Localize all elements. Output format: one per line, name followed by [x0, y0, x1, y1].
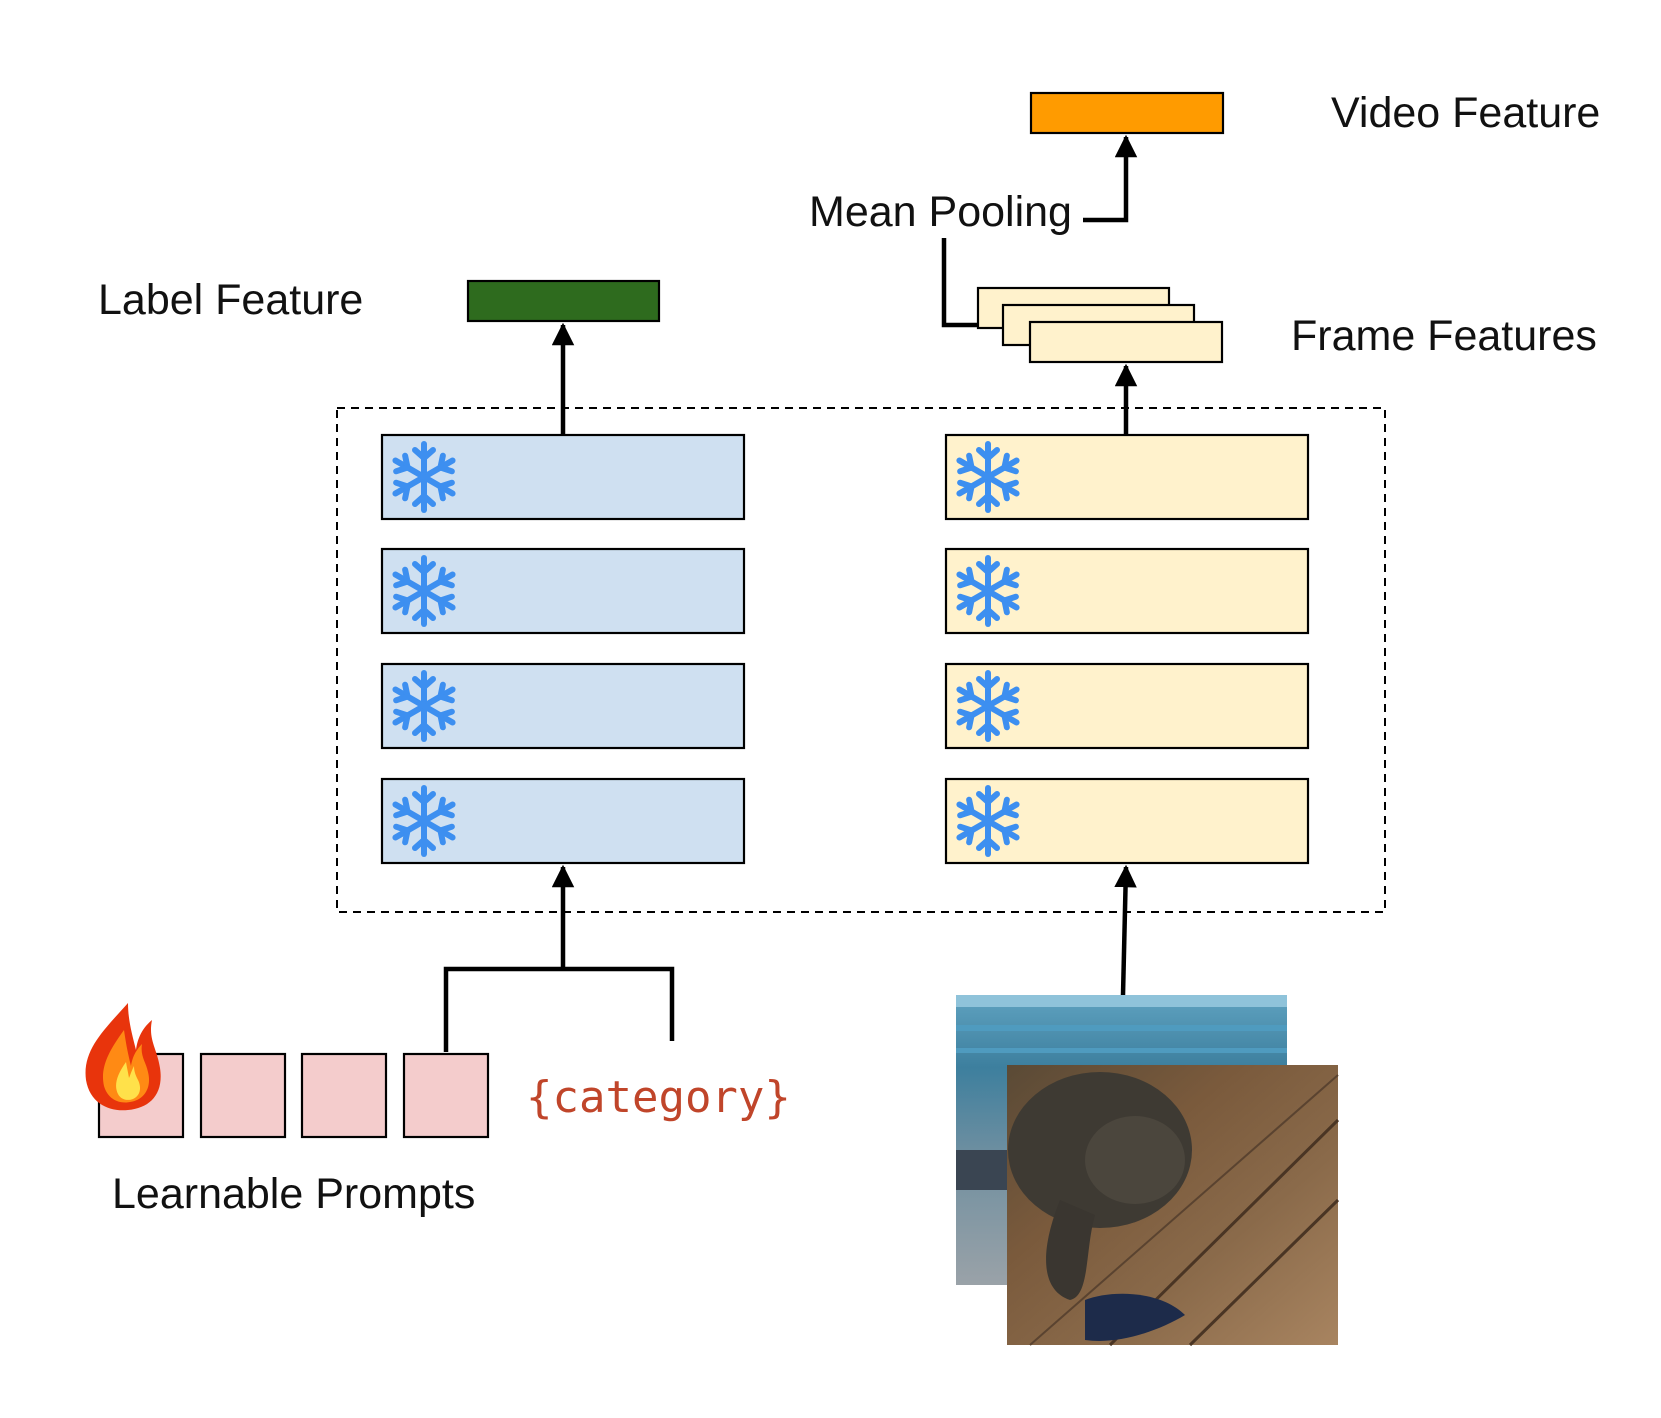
- frozen-encoders-frame: [336, 407, 1386, 913]
- video-feature-label: Video Feature: [1331, 89, 1600, 137]
- prompt-token: [300, 1052, 388, 1139]
- prompt-token: [402, 1052, 490, 1139]
- image-encoder: [944, 433, 1310, 865]
- prompt-token: [199, 1052, 287, 1139]
- video-input-arrow: [1114, 864, 1137, 996]
- image-encoder-layer: [944, 777, 1310, 865]
- label-feature-label: Label Feature: [98, 276, 363, 324]
- text-encoder: [380, 433, 746, 865]
- flame-icon: [85, 1003, 161, 1111]
- text-encoder-layer: [380, 433, 746, 521]
- text-input-connector: [443, 966, 675, 1052]
- text-encoder-layer: [380, 547, 746, 635]
- image-encoder-layer: [944, 433, 1310, 521]
- frame-features-stack: [976, 286, 1224, 364]
- frame-features-label: Frame Features: [1291, 312, 1597, 360]
- image-encoder-layer: [944, 662, 1310, 750]
- text-encoder-layer: [380, 777, 746, 865]
- learnable-prompts-label: Learnable Prompts: [112, 1170, 475, 1218]
- mean-pooling-label: Mean Pooling: [809, 188, 1072, 236]
- category-placeholder: {category}: [526, 1072, 791, 1123]
- frame-feature-bar: [1028, 320, 1224, 364]
- text-encoder-layer: [380, 662, 746, 750]
- video-feature-bar: [1029, 91, 1225, 135]
- label-feature-bar: [466, 279, 661, 323]
- image-encoder-layer: [944, 547, 1310, 635]
- video-frame-front: [1007, 1065, 1340, 1347]
- mean-pooling-arrow: [1083, 134, 1138, 223]
